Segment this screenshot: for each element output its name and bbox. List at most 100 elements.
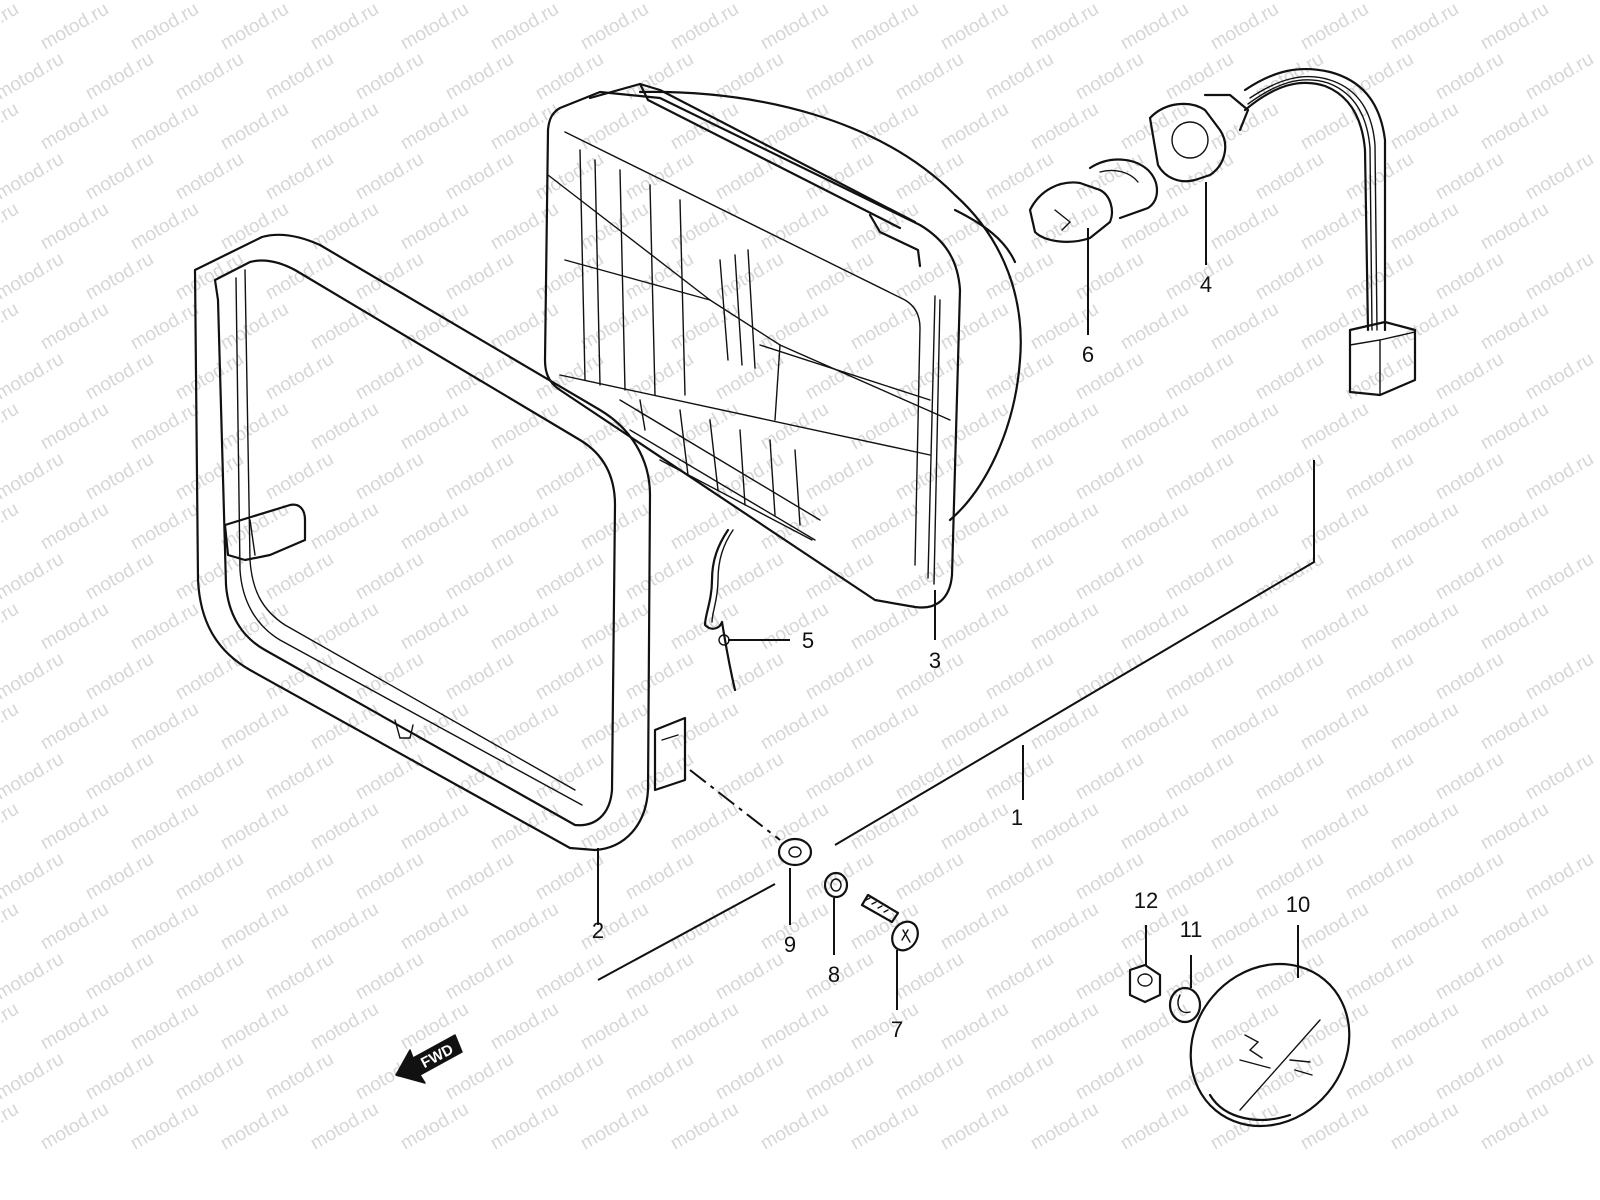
svg-text:motod.ru: motod.ru (802, 349, 877, 405)
svg-text:motod.ru: motod.ru (1117, 199, 1192, 255)
svg-text:motod.ru: motod.ru (397, 199, 472, 255)
svg-text:motod.ru: motod.ru (982, 549, 1057, 605)
svg-text:motod.ru: motod.ru (802, 449, 877, 505)
svg-text:motod.ru: motod.ru (892, 49, 967, 105)
part-label-3: 3 (929, 648, 941, 673)
svg-text:motod.ru: motod.ru (1387, 399, 1462, 455)
svg-text:motod.ru: motod.ru (892, 949, 967, 1005)
svg-text:motod.ru: motod.ru (667, 799, 742, 855)
svg-text:motod.ru: motod.ru (1522, 949, 1597, 1005)
svg-text:motod.ru: motod.ru (1207, 799, 1282, 855)
svg-text:motod.ru: motod.ru (487, 599, 562, 655)
svg-text:motod.ru: motod.ru (847, 999, 922, 1055)
svg-text:motod.ru: motod.ru (1027, 1099, 1102, 1155)
svg-text:motod.ru: motod.ru (307, 599, 382, 655)
svg-text:motod.ru: motod.ru (1522, 249, 1597, 305)
svg-text:motod.ru: motod.ru (847, 699, 922, 755)
svg-text:motod.ru: motod.ru (667, 499, 742, 555)
svg-text:motod.ru: motod.ru (172, 949, 247, 1005)
part-label-4: 4 (1200, 272, 1212, 297)
svg-text:motod.ru: motod.ru (262, 1049, 337, 1105)
svg-text:motod.ru: motod.ru (0, 499, 22, 555)
svg-text:motod.ru: motod.ru (1432, 849, 1507, 905)
svg-text:motod.ru: motod.ru (532, 949, 607, 1005)
svg-text:motod.ru: motod.ru (532, 849, 607, 905)
svg-text:motod.ru: motod.ru (622, 749, 697, 805)
svg-text:motod.ru: motod.ru (127, 799, 202, 855)
svg-text:motod.ru: motod.ru (1432, 49, 1507, 105)
svg-text:motod.ru: motod.ru (1387, 899, 1462, 955)
svg-text:motod.ru: motod.ru (172, 149, 247, 205)
svg-text:motod.ru: motod.ru (262, 549, 337, 605)
svg-text:motod.ru: motod.ru (1342, 849, 1417, 905)
part-label-1: 1 (1011, 805, 1023, 830)
svg-text:motod.ru: motod.ru (1297, 399, 1372, 455)
svg-text:motod.ru: motod.ru (802, 1049, 877, 1105)
svg-text:motod.ru: motod.ru (937, 1099, 1012, 1155)
svg-text:motod.ru: motod.ru (1432, 249, 1507, 305)
svg-text:motod.ru: motod.ru (307, 899, 382, 955)
svg-text:motod.ru: motod.ru (0, 799, 22, 855)
part-label-9: 9 (784, 932, 796, 957)
svg-text:motod.ru: motod.ru (532, 249, 607, 305)
svg-text:motod.ru: motod.ru (937, 0, 1012, 54)
svg-text:motod.ru: motod.ru (847, 499, 922, 555)
svg-text:motod.ru: motod.ru (442, 449, 517, 505)
svg-text:motod.ru: motod.ru (37, 999, 112, 1055)
svg-text:motod.ru: motod.ru (577, 299, 652, 355)
svg-text:motod.ru: motod.ru (217, 399, 292, 455)
svg-text:motod.ru: motod.ru (757, 699, 832, 755)
svg-text:motod.ru: motod.ru (172, 649, 247, 705)
svg-text:motod.ru: motod.ru (577, 899, 652, 955)
svg-text:motod.ru: motod.ru (0, 649, 67, 705)
svg-text:motod.ru: motod.ru (82, 949, 157, 1005)
svg-text:motod.ru: motod.ru (1162, 749, 1237, 805)
svg-text:motod.ru: motod.ru (1387, 999, 1462, 1055)
svg-text:motod.ru: motod.ru (0, 49, 67, 105)
svg-text:motod.ru: motod.ru (757, 599, 832, 655)
svg-text:motod.ru: motod.ru (1342, 549, 1417, 605)
svg-text:motod.ru: motod.ru (1027, 899, 1102, 955)
svg-text:motod.ru: motod.ru (1342, 249, 1417, 305)
svg-text:motod.ru: motod.ru (0, 199, 22, 255)
svg-text:motod.ru: motod.ru (217, 99, 292, 155)
svg-text:motod.ru: motod.ru (937, 99, 1012, 155)
svg-text:motod.ru: motod.ru (262, 249, 337, 305)
svg-text:motod.ru: motod.ru (82, 549, 157, 605)
svg-text:motod.ru: motod.ru (0, 849, 67, 905)
svg-text:motod.ru: motod.ru (1027, 0, 1102, 54)
svg-text:motod.ru: motod.ru (397, 299, 472, 355)
svg-text:motod.ru: motod.ru (307, 299, 382, 355)
svg-text:motod.ru: motod.ru (82, 649, 157, 705)
svg-text:motod.ru: motod.ru (622, 249, 697, 305)
svg-text:motod.ru: motod.ru (1432, 1049, 1507, 1105)
svg-text:motod.ru: motod.ru (442, 849, 517, 905)
svg-text:motod.ru: motod.ru (1387, 0, 1462, 54)
svg-text:motod.ru: motod.ru (217, 299, 292, 355)
svg-text:motod.ru: motod.ru (667, 1099, 742, 1155)
svg-text:motod.ru: motod.ru (1252, 349, 1327, 405)
svg-text:motod.ru: motod.ru (937, 999, 1012, 1055)
svg-text:motod.ru: motod.ru (127, 499, 202, 555)
svg-text:motod.ru: motod.ru (757, 999, 832, 1055)
svg-text:motod.ru: motod.ru (712, 949, 787, 1005)
svg-text:motod.ru: motod.ru (1162, 849, 1237, 905)
svg-text:motod.ru: motod.ru (1477, 299, 1552, 355)
svg-text:motod.ru: motod.ru (82, 349, 157, 405)
svg-text:motod.ru: motod.ru (982, 149, 1057, 205)
svg-text:motod.ru: motod.ru (622, 149, 697, 205)
svg-text:motod.ru: motod.ru (1162, 149, 1237, 205)
svg-text:motod.ru: motod.ru (1387, 699, 1462, 755)
svg-text:motod.ru: motod.ru (892, 549, 967, 605)
svg-text:motod.ru: motod.ru (262, 949, 337, 1005)
svg-text:motod.ru: motod.ru (1432, 149, 1507, 205)
svg-text:motod.ru: motod.ru (1522, 349, 1597, 405)
svg-text:motod.ru: motod.ru (1342, 749, 1417, 805)
svg-text:motod.ru: motod.ru (217, 599, 292, 655)
svg-text:motod.ru: motod.ru (127, 699, 202, 755)
svg-text:motod.ru: motod.ru (37, 699, 112, 755)
svg-text:motod.ru: motod.ru (1477, 599, 1552, 655)
svg-text:motod.ru: motod.ru (0, 949, 67, 1005)
svg-text:motod.ru: motod.ru (1432, 449, 1507, 505)
